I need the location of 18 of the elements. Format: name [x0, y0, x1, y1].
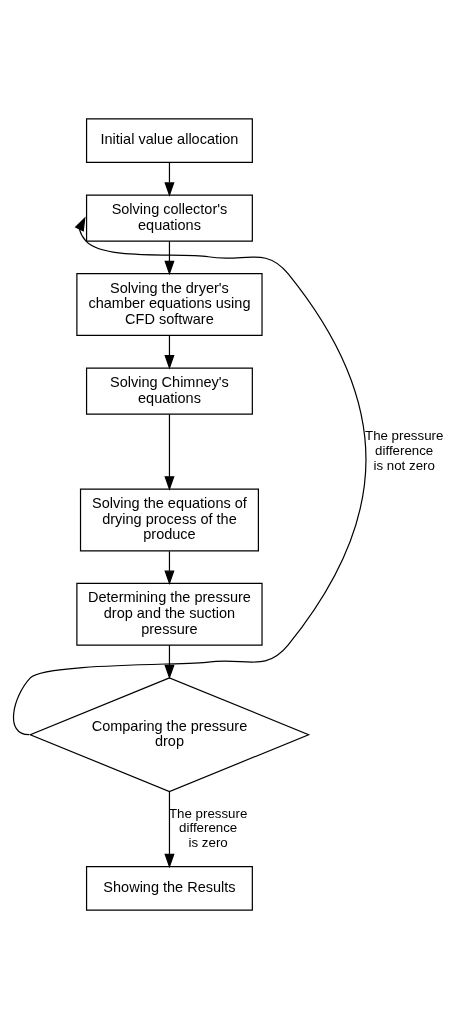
arrow: [164, 334, 175, 370]
node-box: Solving the equations of drying process of the produce: [79, 488, 259, 551]
arrow: [164, 413, 175, 491]
arrow: [164, 550, 175, 585]
edge-label: The pressure difference is zero: [169, 805, 248, 850]
arrow: [12, 215, 367, 735]
node-box: Initial value allocation: [85, 117, 253, 163]
node-box: Determining the pressure drop and the suction pressure: [76, 582, 263, 646]
edge-label: The pressure difference is not zero: [365, 427, 444, 472]
arrow: [164, 240, 175, 275]
node-box: Solving Chimney's equations: [85, 367, 253, 415]
node-box: Solving collector's equations: [85, 193, 253, 242]
arrow: [164, 644, 175, 679]
node-box: Solving the dryer's chamber equations using CFD software: [76, 272, 263, 336]
node-diamond: Comparing the pressure drop: [28, 676, 311, 792]
node-box: Showing the Results: [85, 865, 253, 911]
arrow: [164, 161, 175, 197]
arrow: [164, 790, 175, 868]
